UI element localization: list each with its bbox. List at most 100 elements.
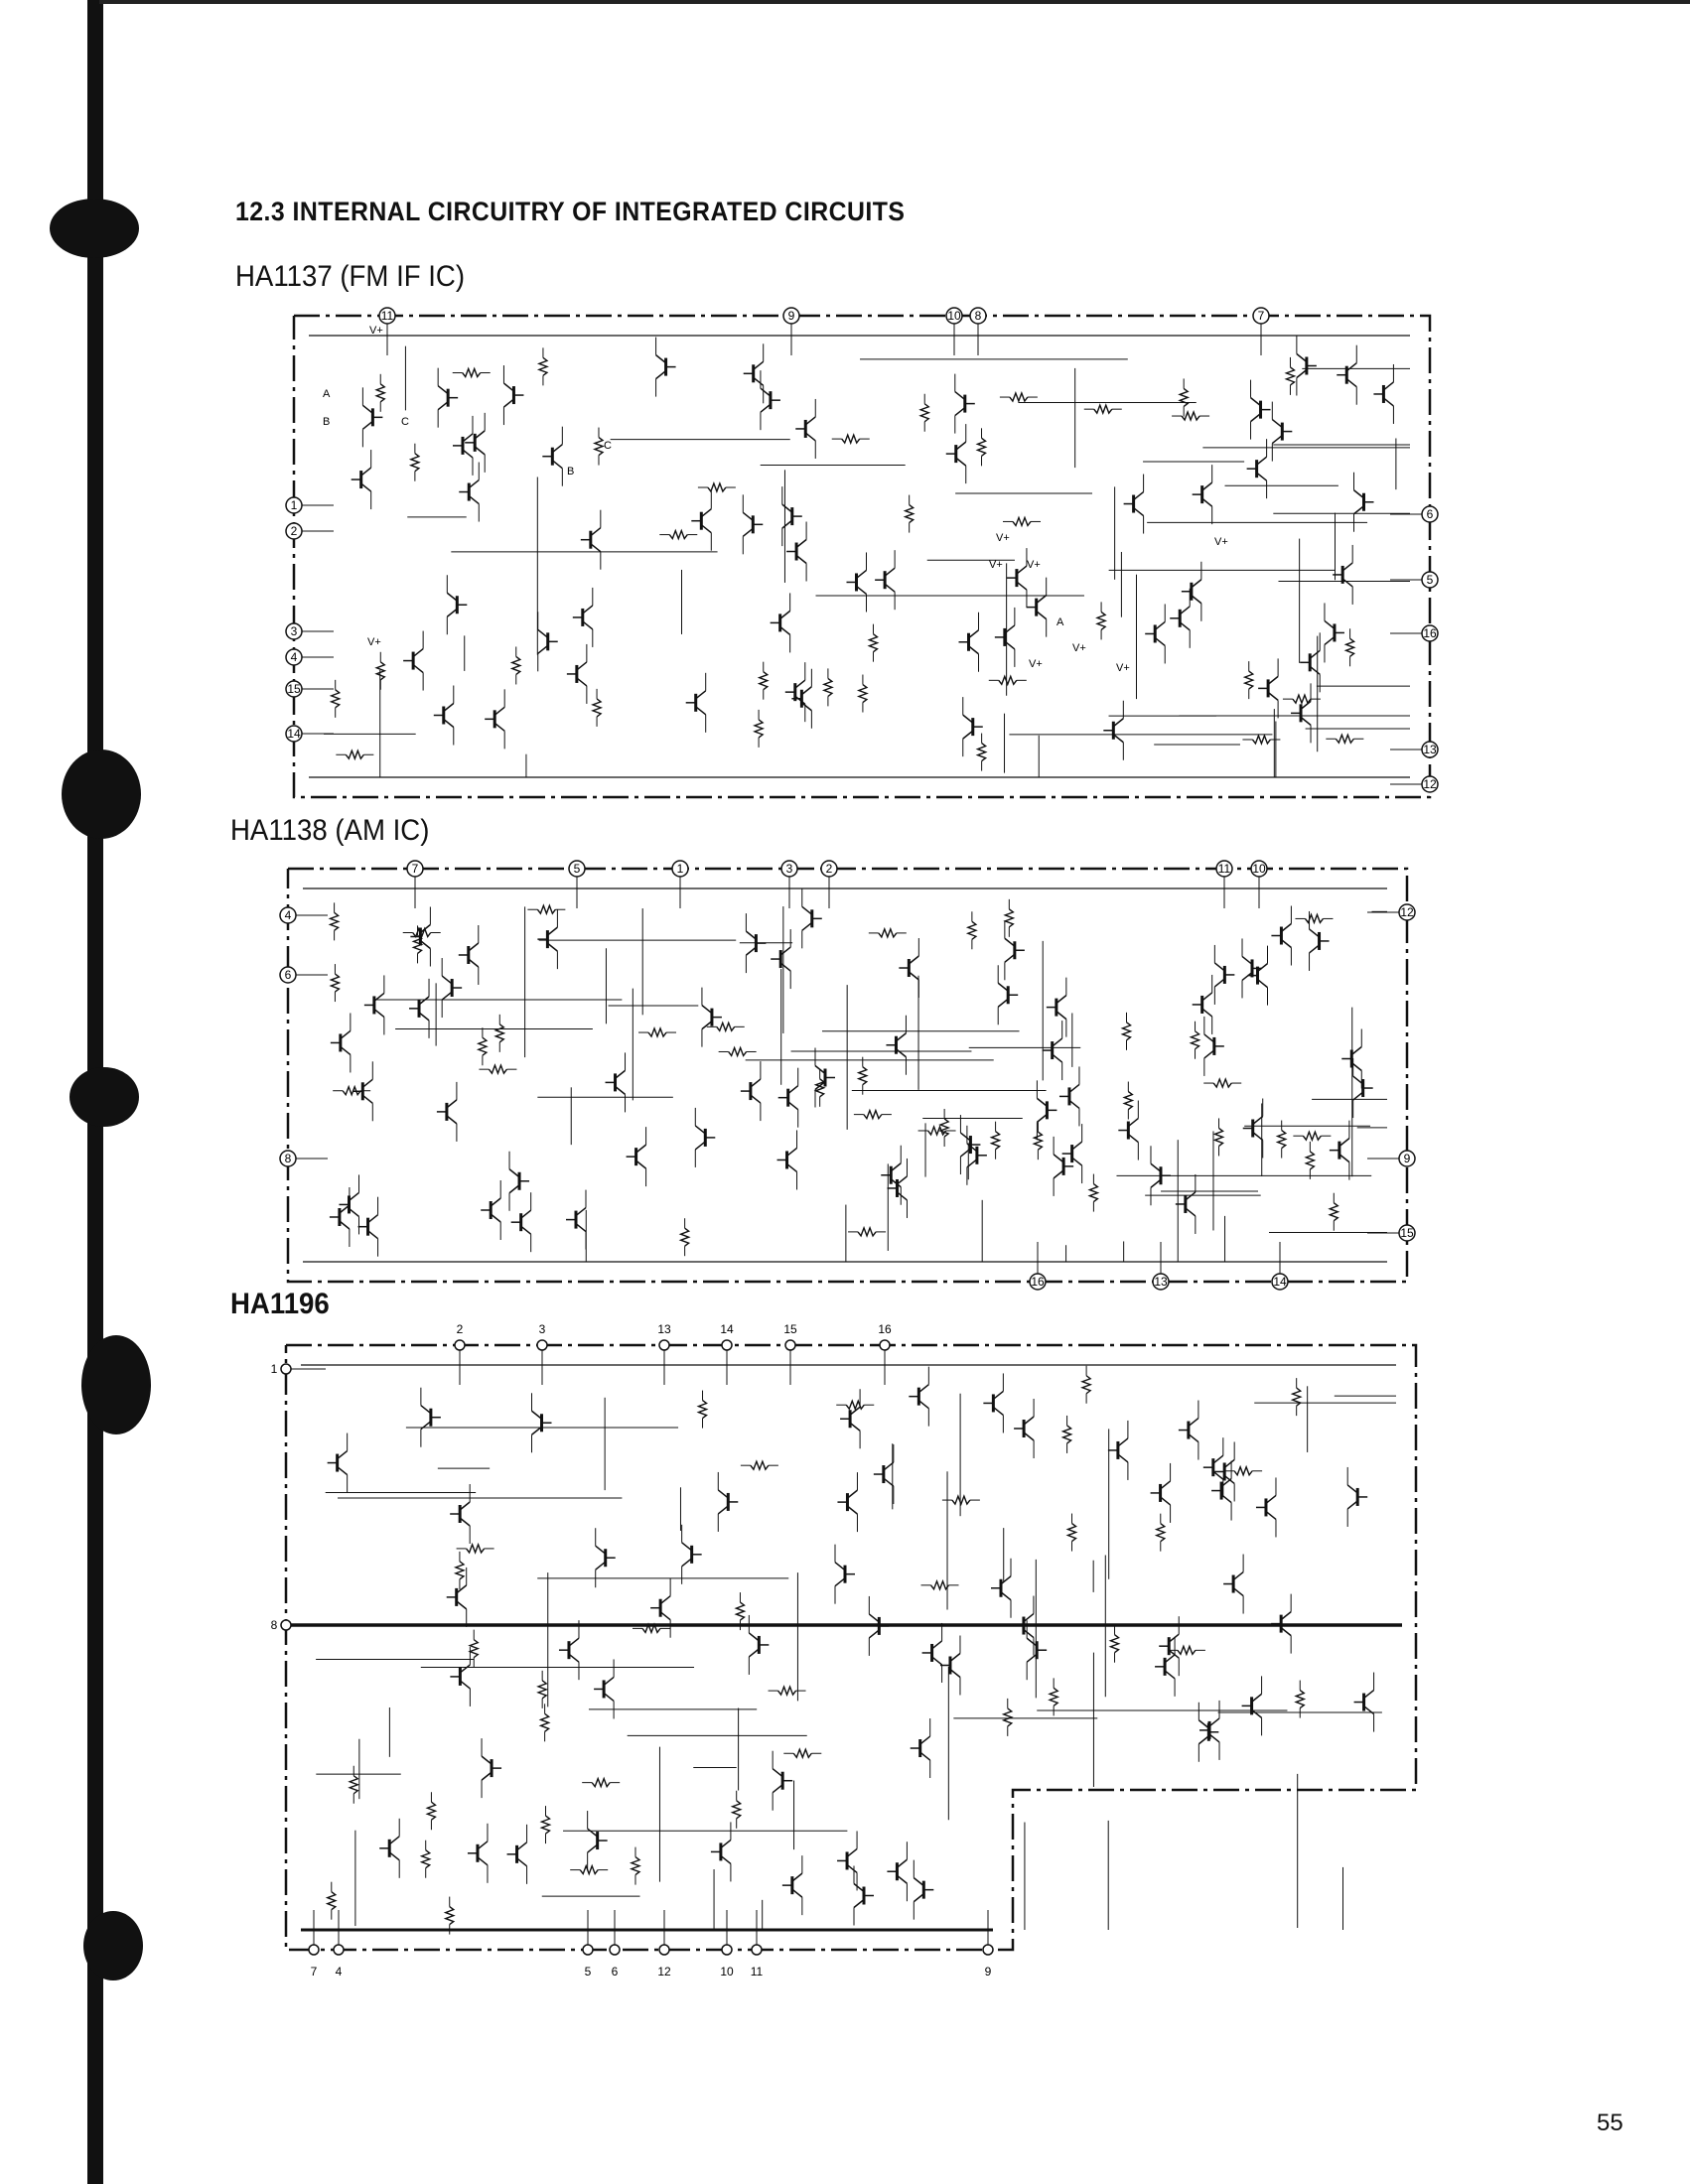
transistor-symbol xyxy=(450,1646,471,1706)
resistor-symbol xyxy=(1203,1077,1242,1090)
transistor-symbol xyxy=(1213,944,1235,1005)
pin-2: 2 xyxy=(454,1322,466,1385)
resistor-symbol xyxy=(592,427,605,466)
resistor-symbol xyxy=(753,709,766,748)
resistor-symbol xyxy=(757,661,770,700)
pin-1: 1 xyxy=(271,1362,326,1376)
transistor-symbol xyxy=(846,552,867,613)
resistor-symbol xyxy=(920,1578,959,1591)
pin-number: 16 xyxy=(1423,626,1437,640)
transistor-symbol xyxy=(1155,1636,1176,1697)
pin-number: 6 xyxy=(1427,507,1434,521)
resistor-symbol xyxy=(831,433,870,446)
resistor-symbol xyxy=(768,1685,806,1698)
pin-number: 13 xyxy=(657,1322,671,1336)
resistor-symbol xyxy=(1282,693,1321,706)
transistor-symbol xyxy=(329,1186,351,1247)
transistor-symbol xyxy=(650,1577,671,1638)
pin-number: 11 xyxy=(1218,862,1231,876)
node-label: C xyxy=(401,416,409,428)
resistor-symbol xyxy=(328,902,341,941)
transistor-symbol xyxy=(452,415,474,476)
resistor-symbol xyxy=(813,1068,826,1107)
pin-number: 5 xyxy=(585,1965,592,1979)
transistor-symbol xyxy=(1346,1466,1368,1527)
transistor-symbol xyxy=(1004,920,1025,981)
resistor-symbol xyxy=(696,1390,709,1429)
pin-number: 9 xyxy=(788,309,795,323)
resistor-symbol xyxy=(678,1218,691,1257)
pin-5: 5 xyxy=(1390,571,1439,589)
transistor-symbol xyxy=(1013,1595,1035,1656)
transistor-symbol xyxy=(437,367,459,428)
transistor-symbol xyxy=(1250,379,1271,440)
resistor-symbol xyxy=(1167,1644,1205,1657)
node-label: V+ xyxy=(989,559,1003,571)
resistor-symbol xyxy=(336,749,374,761)
transistor-symbol xyxy=(1175,1173,1197,1234)
transistor-symbol xyxy=(502,365,524,426)
resistor-symbol xyxy=(1122,1081,1135,1120)
pin-number: 12 xyxy=(1400,905,1414,919)
transistor-symbol xyxy=(481,1738,502,1799)
resistor-symbol xyxy=(1095,602,1108,640)
transistor-symbol xyxy=(351,450,372,510)
pin-number: 3 xyxy=(786,862,793,876)
transistor-symbol xyxy=(959,1115,981,1175)
transistor-symbol xyxy=(868,1595,890,1656)
transistor-symbol xyxy=(772,1750,793,1811)
pin-4: 4 xyxy=(285,648,334,666)
pin-number: 4 xyxy=(336,1965,343,1979)
transistor-symbol xyxy=(887,1158,908,1218)
transistor-symbol xyxy=(465,412,486,473)
pin-7: 7 xyxy=(1252,307,1270,355)
pin-2: 2 xyxy=(820,860,838,908)
transistor-symbol xyxy=(1324,603,1344,663)
page-top-edge xyxy=(99,0,1690,4)
transistor-symbol xyxy=(994,607,1016,667)
pin-number: 8 xyxy=(271,1618,278,1632)
pin-5: 5 xyxy=(582,1910,594,1979)
transistor-symbol xyxy=(1123,474,1145,534)
resistor-symbol xyxy=(1295,912,1334,925)
resistor-symbol xyxy=(536,1670,549,1708)
pin-number: 14 xyxy=(1273,1275,1287,1289)
pin-number: 10 xyxy=(947,309,961,323)
resistor-symbol xyxy=(989,1121,1002,1160)
transistor-symbol xyxy=(873,1444,895,1505)
pin-number: 7 xyxy=(412,862,419,876)
pin-15: 15 xyxy=(783,1322,797,1385)
diagram-title-ha1138: HA1138 (AM IC) xyxy=(230,814,430,847)
transistor-symbol xyxy=(1300,632,1321,693)
transistor-symbol xyxy=(958,612,980,672)
transistor-symbol xyxy=(441,958,463,1019)
resistor-symbol xyxy=(1290,1378,1303,1417)
transistor-symbol xyxy=(814,1047,836,1108)
pin-10: 10 xyxy=(1250,860,1268,908)
transistor-symbol xyxy=(436,1081,458,1142)
resistor-symbol xyxy=(917,1124,956,1137)
transistor-symbol xyxy=(595,1528,616,1588)
transistor-symbol xyxy=(1296,336,1317,396)
pin-number: 5 xyxy=(1427,573,1434,587)
resistor-symbol xyxy=(1275,1120,1288,1159)
resistor-symbol xyxy=(1178,378,1191,417)
transistor-symbol xyxy=(572,587,594,647)
pin-4: 4 xyxy=(333,1910,345,1979)
node-label: V+ xyxy=(996,532,1010,544)
pin-number: 13 xyxy=(1154,1275,1168,1289)
transistor-symbol xyxy=(327,1433,349,1493)
resistor-symbol xyxy=(570,1863,609,1876)
transistor-symbol xyxy=(899,938,919,999)
transistor-symbol xyxy=(853,1865,874,1926)
resistor-symbol xyxy=(730,1790,743,1829)
resistor-symbol xyxy=(903,494,915,533)
resistor-symbol xyxy=(1328,1192,1340,1231)
resistor-symbol xyxy=(1032,1122,1045,1160)
resistor-symbol xyxy=(836,1399,875,1412)
pin-11: 11 xyxy=(378,307,396,355)
resistor-symbol xyxy=(856,674,869,713)
